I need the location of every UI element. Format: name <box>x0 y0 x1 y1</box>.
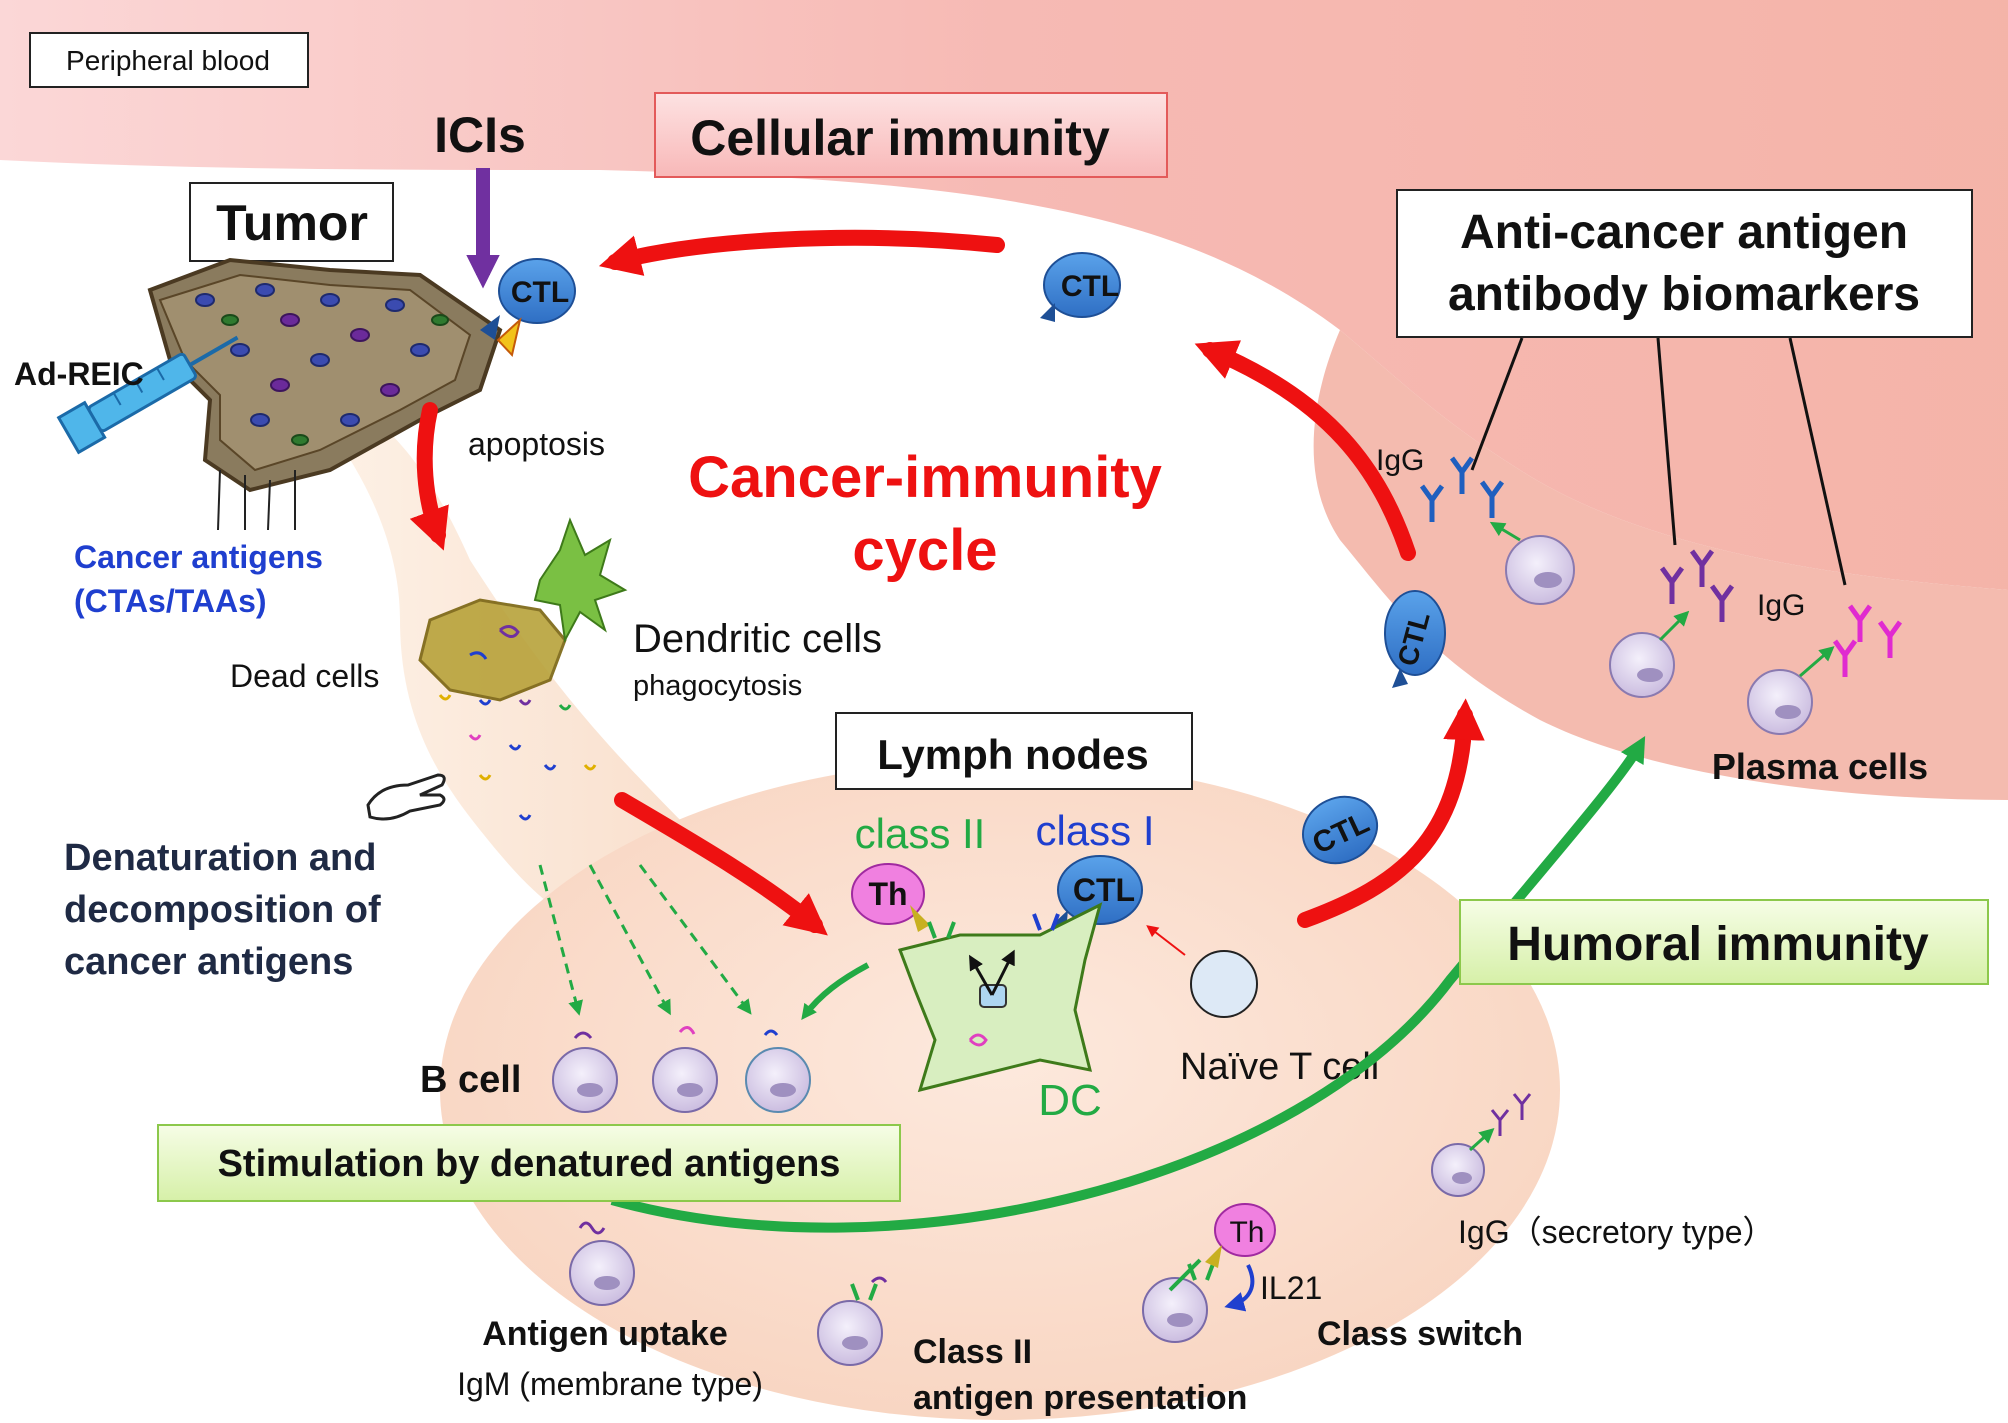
antigen-uptake-label: Antigen uptake <box>482 1315 728 1353</box>
th-to-bcell-arrow <box>801 962 870 1020</box>
igg-antibodies-purple <box>1659 549 1735 622</box>
ctl-cell-tumor: CTL <box>480 258 576 358</box>
class-i-label: class I <box>1035 807 1154 854</box>
apoptosis-label: apoptosis <box>468 426 605 462</box>
th-cell-lymph: Th <box>851 863 930 932</box>
stimulation-label: Stimulation by denatured antigens <box>218 1143 841 1185</box>
tumor-cell-cluster <box>147 257 503 531</box>
b-cell <box>652 1026 718 1113</box>
icis-label: ICIs <box>434 107 526 163</box>
peripheral-blood-label: Peripheral blood <box>66 45 270 76</box>
biomarkers-box <box>1396 189 1973 338</box>
plasma-cell <box>1609 610 1690 698</box>
denaturation-line1: Denaturation and <box>64 837 376 879</box>
ad-reic-label: Ad-REIC <box>14 356 144 392</box>
peripheral-blood-box <box>29 32 309 88</box>
ctl-label-lymph: CTL <box>1073 872 1135 908</box>
tumor-box <box>189 182 394 262</box>
cancer-immunity-cycle-arrows <box>409 229 1485 936</box>
tumor-label: Tumor <box>216 195 368 251</box>
ctl-cell-blood: CTL <box>1040 252 1121 322</box>
cycle-title-line2: cycle <box>852 518 997 583</box>
biomarkers-line1: Anti-cancer antigen <box>1460 206 1908 259</box>
igg-secretory-label: IgG（secretory type） <box>1458 1214 1775 1250</box>
syringe-icon <box>56 335 239 455</box>
cancer-antigens-line2: (CTAs/TAAs) <box>74 583 267 619</box>
b-cell-secretory <box>1431 1093 1532 1197</box>
ctl-cell-migrating: CTL <box>1302 795 1378 865</box>
naive-t-arrow <box>1146 925 1186 956</box>
b-cell-label: B cell <box>420 1059 521 1101</box>
b-cell-class-ii <box>817 1276 888 1366</box>
humoral-immunity-label: Humoral immunity <box>1507 918 1929 971</box>
blood-vessel-lower <box>1313 330 2008 800</box>
cancer-antigens-line1: Cancer antigens <box>74 539 323 575</box>
biomarker-pointer-lines <box>1470 337 1847 586</box>
dendritic-cells-label: Dendritic cells <box>633 617 882 661</box>
class-ii-ap-line2: antigen presentation <box>913 1379 1247 1417</box>
th-label-switch: Th <box>1229 1216 1264 1249</box>
dead-cell <box>418 598 567 702</box>
stimulation-box <box>157 1124 901 1202</box>
ctl-label-blood: CTL <box>1061 270 1119 303</box>
b-cell <box>745 1029 811 1113</box>
b-cell <box>552 1031 618 1113</box>
lymph-nodes-label: Lymph nodes <box>877 731 1148 778</box>
dc-cell <box>898 902 1103 1093</box>
ctl-label-tumor: CTL <box>511 276 569 309</box>
denatured-antigen-arrows <box>538 864 752 1016</box>
cycle-title-line1: Cancer-immunity <box>688 445 1162 510</box>
class-ii-ap-line1: Class II <box>913 1333 1032 1371</box>
igg-label-top: IgG <box>1376 444 1424 477</box>
il21-label: IL21 <box>1260 1270 1322 1306</box>
humoral-immunity-box <box>1459 899 1989 985</box>
naive-t-cell <box>1190 950 1258 1018</box>
dendritic-cell-icon <box>533 517 628 644</box>
humoral-immunity-arrow <box>610 735 1646 1233</box>
plasma-cells-label: Plasma cells <box>1712 746 1928 787</box>
igg-label-right: IgG <box>1757 589 1805 622</box>
cellular-immunity-box <box>654 92 1168 178</box>
blood-vessel-band <box>0 0 2008 590</box>
lymph-nodes-box <box>835 712 1193 790</box>
ctl-cell-vessel: CTL <box>1384 590 1446 688</box>
pointing-hand-icon <box>366 773 446 821</box>
igm-membrane-label: IgM (membrane type) <box>457 1366 763 1402</box>
dc-label: DC <box>1038 1076 1102 1125</box>
th-label-lymph: Th <box>868 876 907 912</box>
cellular-immunity-label: Cellular immunity <box>690 110 1110 166</box>
plasma-cell <box>1747 646 1835 735</box>
class-ii-label: class II <box>855 810 986 857</box>
th-cell-class-switch: Th <box>1205 1203 1276 1312</box>
b-cell-antigen-uptake <box>569 1221 635 1306</box>
class-switch-label: Class switch <box>1317 1315 1523 1353</box>
denaturation-line3: cancer antigens <box>64 941 353 983</box>
antigen-fragments <box>438 694 597 821</box>
b-cell-class-switch <box>1142 1258 1215 1343</box>
lymph-node-region <box>440 760 1560 1420</box>
phagocytosis-label: phagocytosis <box>633 670 802 702</box>
biomarkers-line2: antibody biomarkers <box>1448 268 1920 321</box>
igg-antibodies-blue <box>1419 456 1505 522</box>
denaturation-line2: decomposition of <box>64 889 381 931</box>
plasma-cell <box>1489 521 1575 605</box>
igg-antibodies-magenta <box>1832 604 1903 677</box>
dead-cells-label: Dead cells <box>230 658 379 694</box>
